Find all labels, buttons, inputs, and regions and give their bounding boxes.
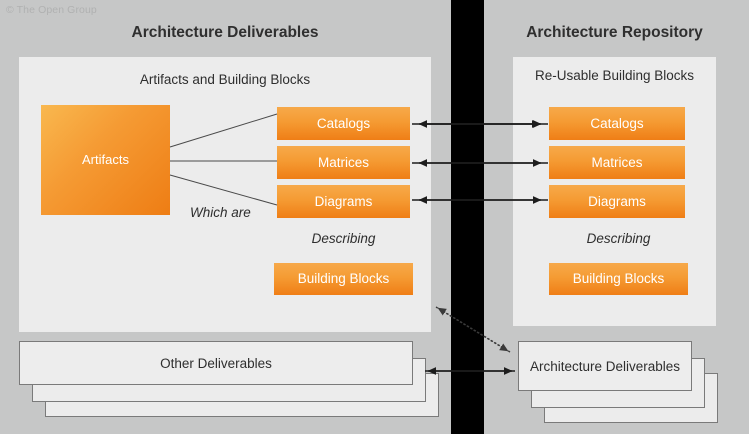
right-building-blocks-box[interactable]: Building Blocks xyxy=(549,263,688,295)
right-describing-label: Describing xyxy=(586,231,651,246)
right-matrices-box[interactable]: Matrices xyxy=(549,146,685,179)
other-deliverables-stack[interactable]: Other Deliverables xyxy=(19,341,439,431)
which-are-label: Which are xyxy=(190,205,251,220)
other-deliverables-sheet-front[interactable]: Other Deliverables xyxy=(19,341,413,385)
architecture-deliverables-stack[interactable]: Architecture Deliverables xyxy=(518,341,728,431)
right-catalogs-box[interactable]: Catalogs xyxy=(549,107,685,140)
left-matrices-box[interactable]: Matrices xyxy=(277,146,410,179)
right-column-title: Architecture Repository xyxy=(526,24,703,41)
left-column-title: Architecture Deliverables xyxy=(131,24,319,41)
artifacts-box[interactable]: Artifacts xyxy=(41,105,170,215)
left-panel-heading: Artifacts and Building Blocks xyxy=(139,72,311,87)
left-diagrams-box[interactable]: Diagrams xyxy=(277,185,410,218)
divider-band xyxy=(451,0,484,434)
right-diagrams-box[interactable]: Diagrams xyxy=(549,185,685,218)
right-panel-heading: Re-Usable Building Blocks xyxy=(534,68,695,83)
left-catalogs-box[interactable]: Catalogs xyxy=(277,107,410,140)
left-building-blocks-box[interactable]: Building Blocks xyxy=(274,263,413,295)
panel-to-deliverables-diagonal-arrow xyxy=(435,306,511,353)
architecture-deliverables-sheet-front[interactable]: Architecture Deliverables xyxy=(518,341,692,391)
artifact-fanout-lines xyxy=(169,113,278,206)
left-describing-label: Describing xyxy=(311,231,376,246)
copyright-notice: © The Open Group xyxy=(6,4,97,16)
